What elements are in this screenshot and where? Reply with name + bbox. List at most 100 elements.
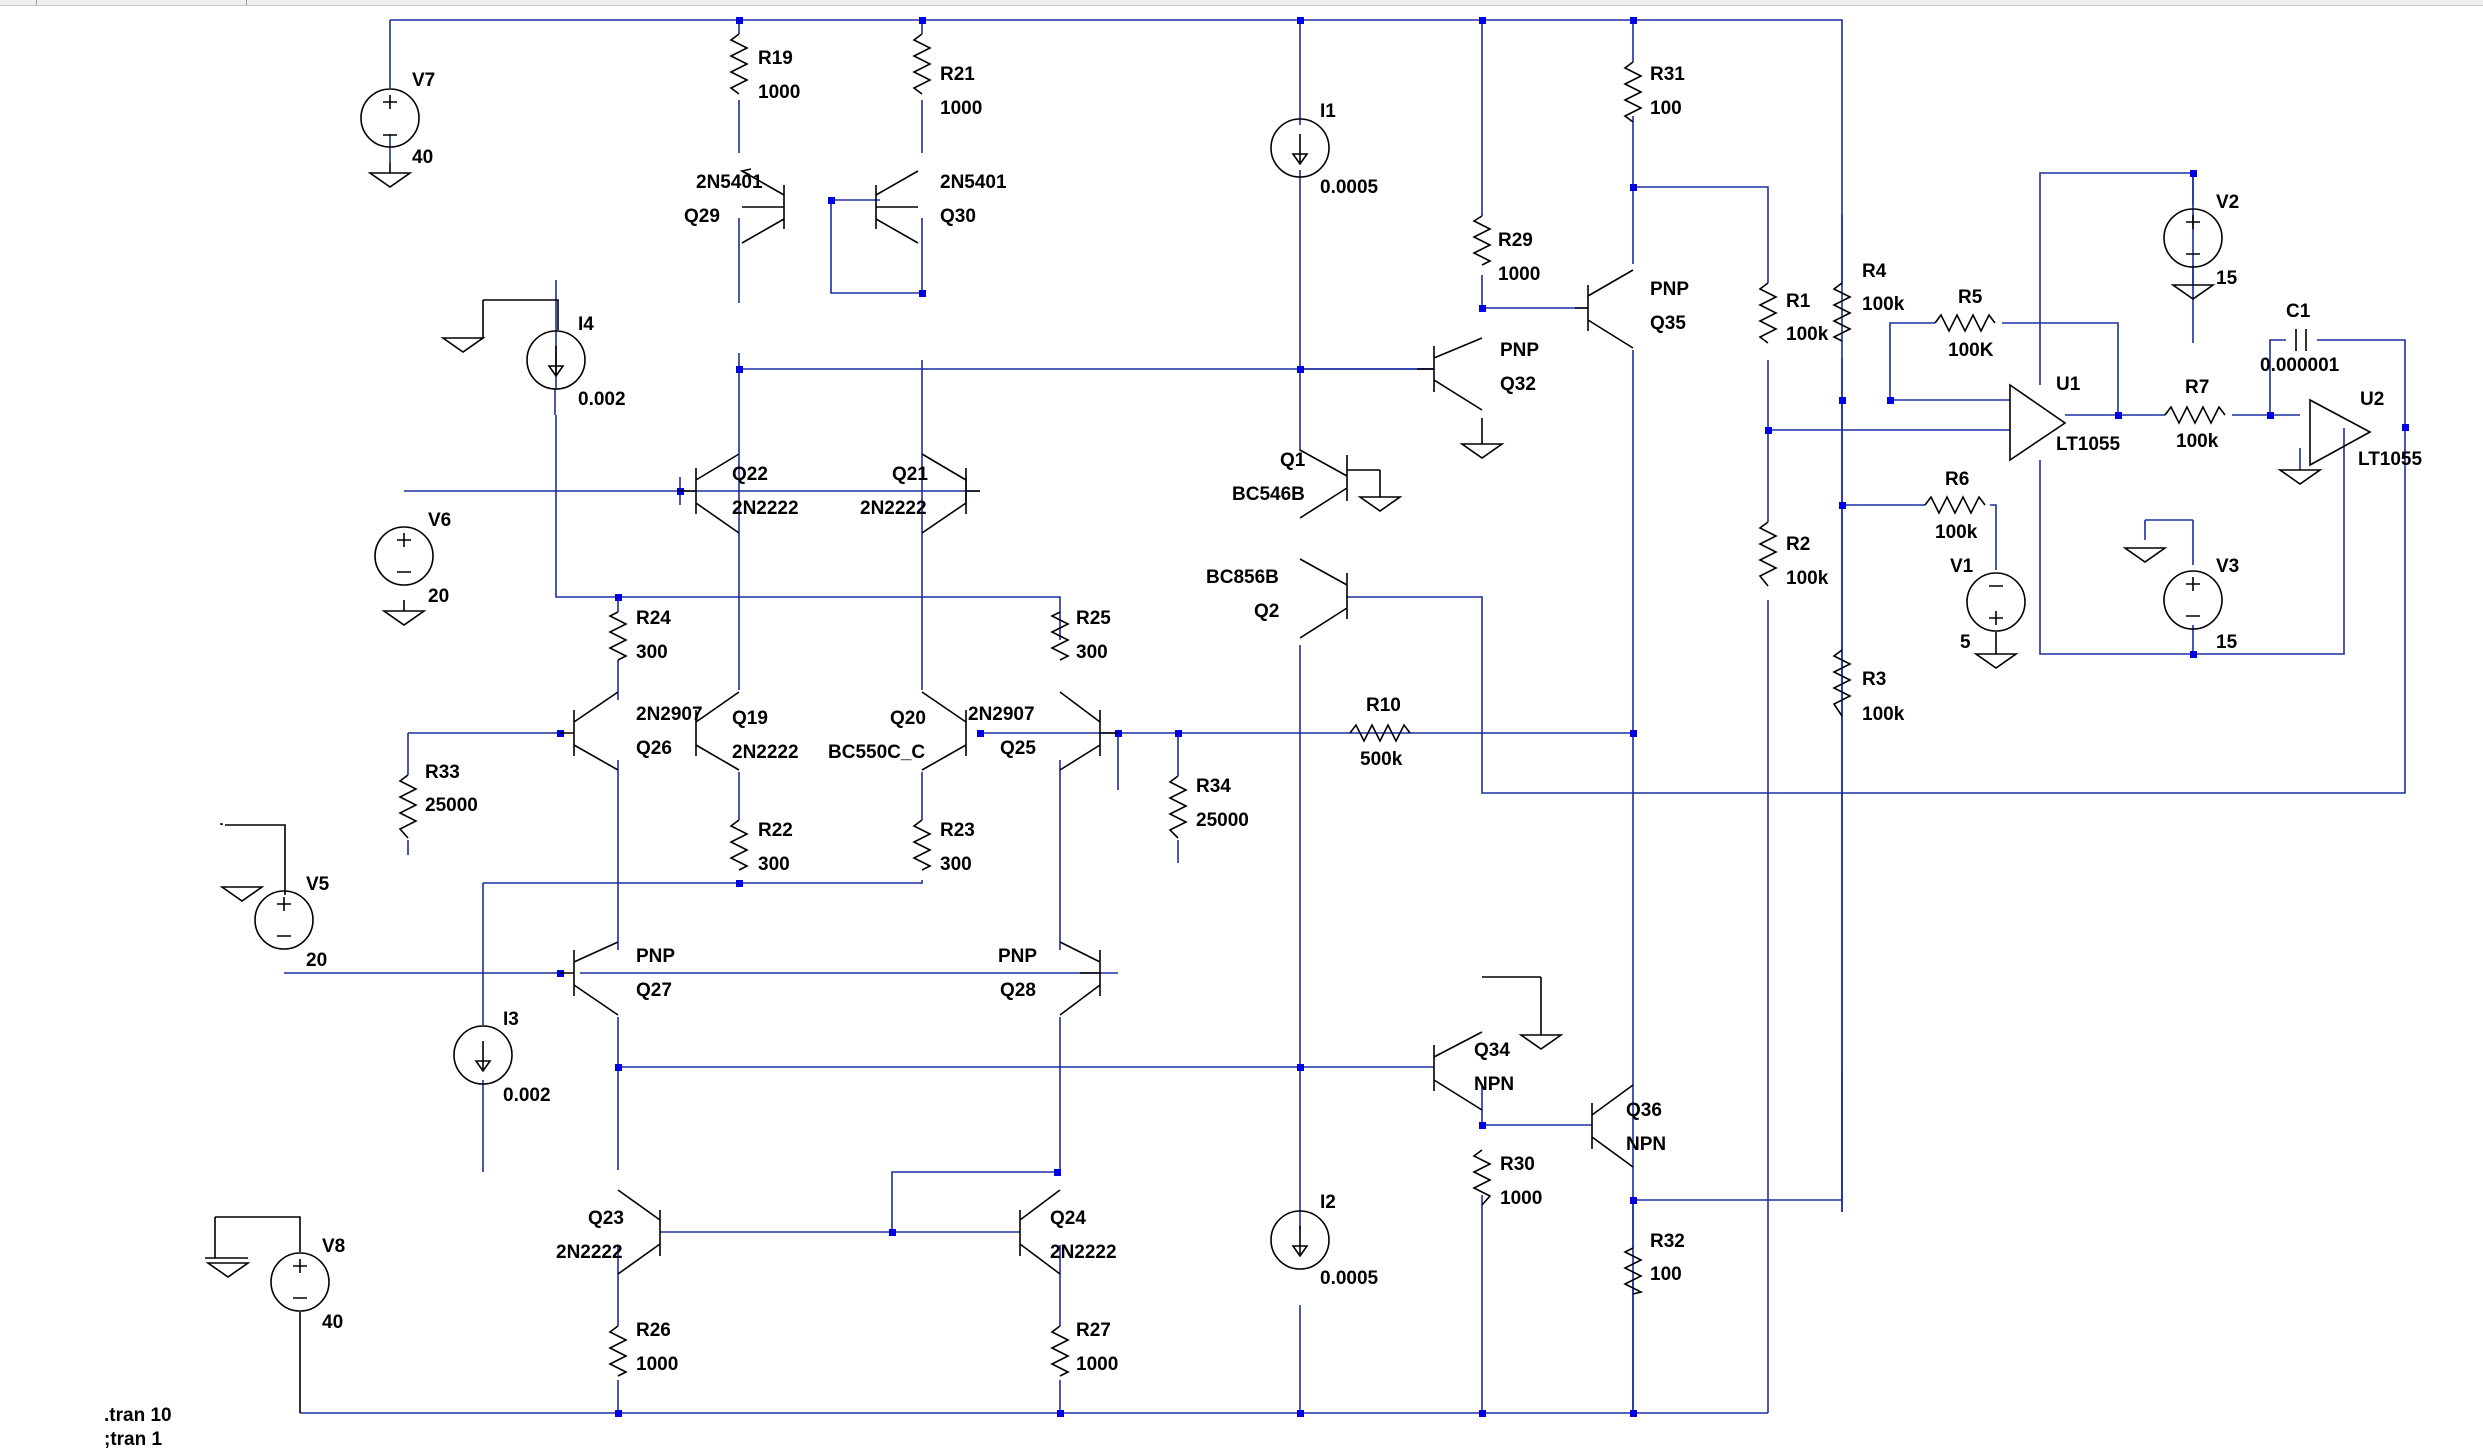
value-q25: 2N2907 bbox=[968, 704, 1035, 725]
window-top-strip bbox=[0, 0, 2483, 6]
value-q28: PNP bbox=[998, 946, 1037, 967]
value-r7: 100k bbox=[2176, 431, 2219, 452]
label-q1: Q1 bbox=[1280, 450, 1306, 471]
value-i4: 0.002 bbox=[578, 389, 626, 410]
label-q2: Q2 bbox=[1254, 601, 1279, 622]
directive-tran-commented: ;tran 1 bbox=[104, 1429, 163, 1450]
value-v2: 15 bbox=[2216, 268, 2238, 289]
value-r30: 1000 bbox=[1500, 1188, 1542, 1209]
value-r3: 100k bbox=[1862, 704, 1905, 725]
value-q24: 2N2222 bbox=[1050, 1242, 1117, 1263]
label-r23: R23 bbox=[940, 820, 975, 841]
directive-tran: .tran 10 bbox=[104, 1405, 172, 1426]
label-q35: Q35 bbox=[1650, 313, 1686, 334]
label-r3: R3 bbox=[1862, 669, 1886, 690]
value-q1: BC546B bbox=[1232, 484, 1305, 505]
value-r33: 25000 bbox=[425, 795, 478, 816]
value-r24: 300 bbox=[636, 642, 668, 663]
label-r10: R10 bbox=[1366, 695, 1401, 716]
label-r24: R24 bbox=[636, 608, 671, 629]
value-r1: 100k bbox=[1786, 324, 1829, 345]
value-r4: 100k bbox=[1862, 294, 1905, 315]
value-i2: 0.0005 bbox=[1320, 1268, 1379, 1289]
label-r33: R33 bbox=[425, 762, 460, 783]
value-q32: PNP bbox=[1500, 340, 1539, 361]
value-q2: BC856B bbox=[1206, 567, 1279, 588]
label-q29: Q29 bbox=[684, 206, 720, 227]
label-r1: R1 bbox=[1786, 291, 1811, 312]
label-r26: R26 bbox=[636, 1320, 671, 1341]
label-v6: V6 bbox=[428, 510, 451, 531]
label-r34: R34 bbox=[1196, 776, 1231, 797]
label-v8: V8 bbox=[322, 1236, 345, 1257]
label-r27: R27 bbox=[1076, 1320, 1111, 1341]
label-q30: Q30 bbox=[940, 206, 976, 227]
label-r32: R32 bbox=[1650, 1231, 1685, 1252]
label-q20: Q20 bbox=[890, 708, 926, 729]
label-r4: R4 bbox=[1862, 261, 1887, 282]
label-u1: U1 bbox=[2056, 374, 2081, 395]
value-r23: 300 bbox=[940, 854, 972, 875]
label-q26: Q26 bbox=[636, 738, 672, 759]
value-u1: LT1055 bbox=[2056, 434, 2121, 455]
value-q20: BC550C_C bbox=[828, 742, 925, 763]
value-v5: 20 bbox=[306, 950, 327, 971]
label-i2: I2 bbox=[1320, 1192, 1336, 1213]
label-r25: R25 bbox=[1076, 608, 1111, 629]
label-r2: R2 bbox=[1786, 534, 1810, 555]
value-r26: 1000 bbox=[636, 1354, 678, 1375]
value-v3: 15 bbox=[2216, 632, 2238, 653]
value-v1: 5 bbox=[1960, 632, 1971, 653]
label-u2: U2 bbox=[2360, 389, 2384, 410]
label-q23: Q23 bbox=[588, 1208, 624, 1229]
label-q32: Q32 bbox=[1500, 374, 1536, 395]
value-q35: PNP bbox=[1650, 279, 1689, 300]
value-r22: 300 bbox=[758, 854, 790, 875]
value-r32: 100 bbox=[1650, 1264, 1682, 1285]
label-q21: Q21 bbox=[892, 464, 928, 485]
value-c1: 0.000001 bbox=[2260, 355, 2340, 376]
label-i1: I1 bbox=[1320, 101, 1336, 122]
value-r27: 1000 bbox=[1076, 1354, 1118, 1375]
value-i3: 0.002 bbox=[503, 1085, 551, 1106]
label-r29: R29 bbox=[1498, 230, 1533, 251]
label-r30: R30 bbox=[1500, 1154, 1535, 1175]
label-q28: Q28 bbox=[1000, 980, 1036, 1001]
value-q34: NPN bbox=[1474, 1074, 1514, 1095]
value-r31: 100 bbox=[1650, 98, 1682, 119]
label-c1: C1 bbox=[2286, 301, 2311, 322]
label-i3: I3 bbox=[503, 1009, 519, 1030]
label-r31: R31 bbox=[1650, 64, 1685, 85]
wires bbox=[284, 19, 2406, 1414]
label-v3: V3 bbox=[2216, 556, 2239, 577]
value-q30: 2N5401 bbox=[940, 172, 1007, 193]
value-r34: 25000 bbox=[1196, 810, 1249, 831]
value-q26: 2N2907 bbox=[636, 704, 703, 725]
value-q22: 2N2222 bbox=[732, 498, 799, 519]
label-r21: R21 bbox=[940, 64, 975, 85]
junctions bbox=[557, 17, 2409, 1417]
label-v5: V5 bbox=[306, 874, 330, 895]
label-v2: V2 bbox=[2216, 192, 2239, 213]
component-labels: V7 40 V6 20 V5 20 V8 40 V2 15 V3 15 V1 5… bbox=[306, 48, 2423, 1375]
label-i4: I4 bbox=[578, 314, 594, 335]
label-q22: Q22 bbox=[732, 464, 768, 485]
label-v1: V1 bbox=[1950, 556, 1974, 577]
component-symbols bbox=[205, 33, 2372, 1413]
value-v8: 40 bbox=[322, 1312, 343, 1333]
value-r29: 1000 bbox=[1498, 264, 1540, 285]
label-r22: R22 bbox=[758, 820, 793, 841]
value-i1: 0.0005 bbox=[1320, 177, 1379, 198]
value-r25: 300 bbox=[1076, 642, 1108, 663]
value-r2: 100k bbox=[1786, 568, 1829, 589]
value-v6: 20 bbox=[428, 586, 449, 607]
label-r6: R6 bbox=[1945, 469, 1969, 490]
label-q25: Q25 bbox=[1000, 738, 1036, 759]
spice-directives: .tran 10 ;tran 1 bbox=[104, 1404, 172, 1452]
label-r7: R7 bbox=[2185, 377, 2209, 398]
value-q27: PNP bbox=[636, 946, 675, 967]
value-q36: NPN bbox=[1626, 1134, 1666, 1155]
label-q34: Q34 bbox=[1474, 1040, 1510, 1061]
label-q36: Q36 bbox=[1626, 1100, 1662, 1121]
